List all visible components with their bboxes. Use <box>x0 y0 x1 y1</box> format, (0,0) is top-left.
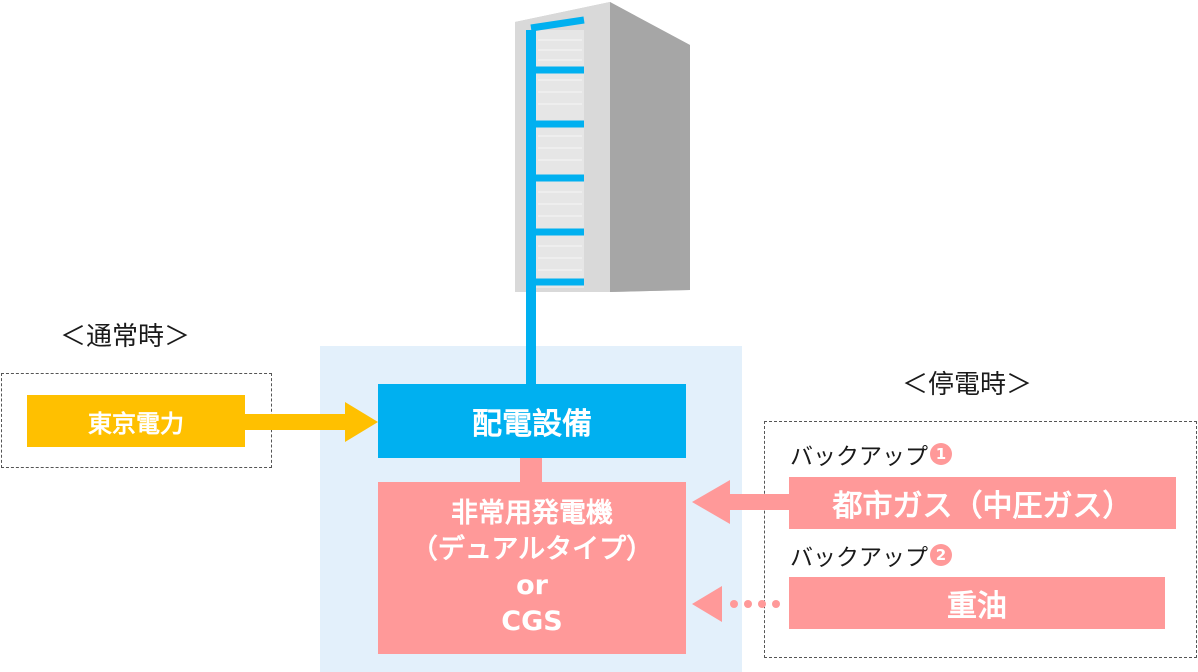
generator-feed-line <box>520 457 542 485</box>
outage-heading: ＜停電時＞ <box>902 370 1033 400</box>
backup-2-badge: 2 <box>930 544 952 566</box>
distribution-box: 配電設備 <box>378 384 686 458</box>
backup-2-text: バックアップ <box>790 545 928 571</box>
generator-cgs: CGS <box>501 606 563 637</box>
heavy-oil-arrow <box>692 586 780 622</box>
server-feed-line <box>526 30 536 388</box>
city-gas-box: 都市ガス（中圧ガス） <box>789 477 1176 529</box>
generator-title: 非常用発電機 <box>451 498 613 529</box>
server-rack-icon <box>515 2 690 292</box>
generator-type: （デュアルタイプ） <box>410 534 654 565</box>
backup-2-label: バックアップ 2 <box>790 538 952 572</box>
generator-box: 非常用発電機 （デュアルタイプ） or CGS <box>378 482 686 654</box>
backup-1-label: バックアップ 1 <box>790 437 952 471</box>
tepco-box: 東京電力 <box>27 395 245 447</box>
generator-or: or <box>516 570 548 601</box>
heavy-oil-box: 重油 <box>789 577 1165 629</box>
utility-arrow <box>245 402 378 442</box>
outage-frame <box>764 421 1197 658</box>
backup-1-badge: 1 <box>930 443 952 465</box>
normal-operation-heading: ＜通常時＞ <box>60 322 191 352</box>
backup-1-text: バックアップ <box>790 444 928 470</box>
city-gas-arrow <box>692 480 790 524</box>
